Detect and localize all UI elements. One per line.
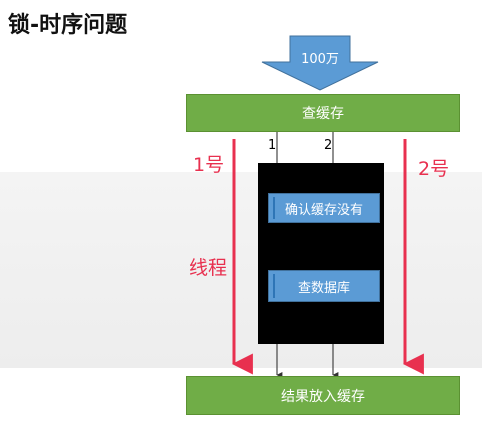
- query-db-box: 查数据库: [268, 270, 380, 302]
- query-db-label: 查数据库: [297, 280, 350, 296]
- input-arrow-label: 100万: [301, 52, 339, 67]
- input-arrow: [261, 35, 379, 91]
- page-title: 锁-时序问题: [8, 13, 128, 38]
- check-cache-box: 查缓存: [186, 94, 460, 132]
- thread-number-2: 2: [324, 138, 333, 153]
- thread-number-1: 1: [268, 138, 277, 153]
- thread-1-label: 1号: [193, 154, 225, 176]
- thread-label: 线程: [189, 257, 228, 279]
- confirm-no-cache-label: 确认缓存没有: [284, 202, 363, 218]
- box-accent-bar: [273, 197, 275, 219]
- critical-section-panel: [258, 163, 384, 344]
- confirm-no-cache-box: 确认缓存没有: [268, 193, 380, 223]
- box-accent-bar: [273, 274, 275, 298]
- result-to-cache-box: 结果放入缓存: [186, 376, 460, 415]
- background-band: [0, 172, 482, 368]
- thread-2-label: 2号: [418, 158, 450, 180]
